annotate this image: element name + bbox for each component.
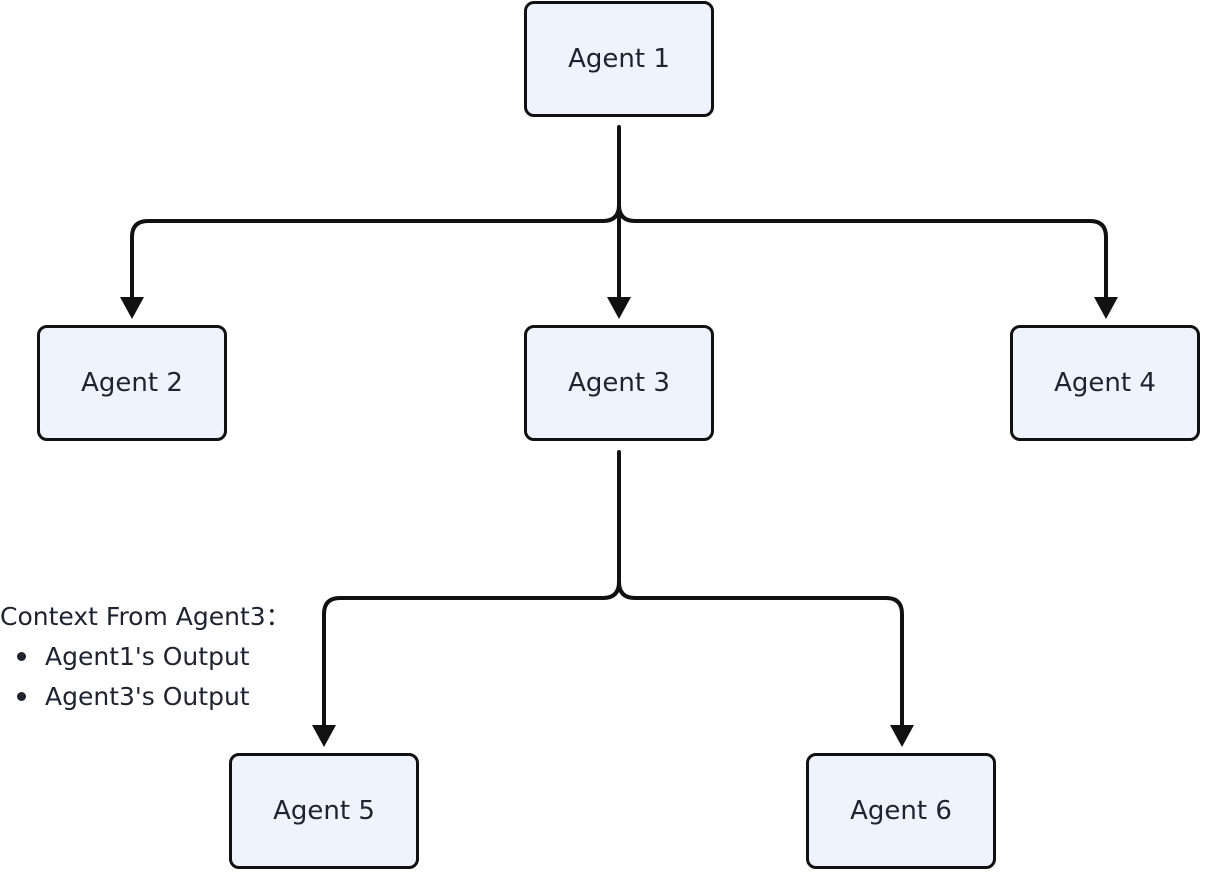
agent-5-node: Agent 5 (229, 753, 419, 869)
agent-1-node: Agent 1 (524, 1, 714, 117)
arrowhead-agent4 (1094, 297, 1118, 319)
arrowhead-agent6 (890, 725, 914, 747)
context-note-list: Agent1's Output Agent3's Output (0, 637, 291, 717)
arrowhead-agent5 (312, 725, 336, 747)
agent-3-node: Agent 3 (524, 325, 714, 441)
edge-agent3-to-agent6 (617, 580, 904, 730)
arrowhead-agent2 (120, 297, 144, 319)
arrowhead-agent3 (607, 297, 631, 319)
context-note-item: Agent3's Output (0, 677, 291, 717)
context-note-item: Agent1's Output (0, 637, 291, 677)
agent-6-node: Agent 6 (806, 753, 996, 869)
agent-4-label: Agent 4 (1054, 368, 1156, 398)
edge-agent1-to-agent2 (130, 203, 621, 302)
context-note: Context From Agent3： Agent1's Output Age… (0, 597, 291, 717)
agent-2-node: Agent 2 (37, 325, 227, 441)
agent-6-label: Agent 6 (850, 796, 952, 826)
agent-3-label: Agent 3 (568, 368, 670, 398)
agent-5-label: Agent 5 (273, 796, 375, 826)
context-note-title: Context From Agent3： (0, 602, 291, 631)
agent-1-label: Agent 1 (568, 44, 670, 74)
edge-agent3-to-agent5 (322, 580, 621, 730)
agent-4-node: Agent 4 (1010, 325, 1200, 441)
edge-agent1-to-agent4 (617, 203, 1108, 302)
agent-2-label: Agent 2 (81, 368, 183, 398)
